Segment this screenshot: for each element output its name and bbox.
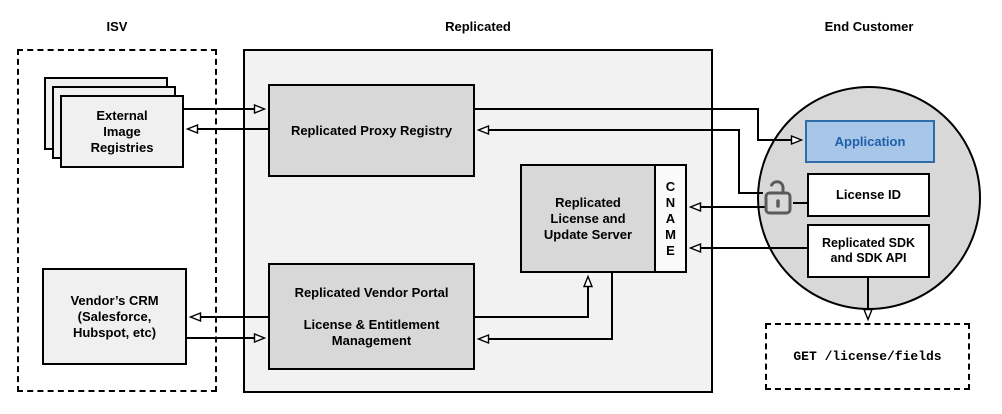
- external-image-registries-node: External Image Registries: [60, 95, 184, 168]
- get-license-fields-label: GET /license/fields: [793, 349, 942, 364]
- get-license-fields-node: GET /license/fields: [765, 323, 970, 390]
- application-label: Application: [834, 133, 906, 149]
- cname-label: CNAME: [663, 178, 678, 259]
- vendor-portal-label: Replicated Vendor Portal License & Entit…: [294, 284, 449, 348]
- proxy-registry-node: Replicated Proxy Registry: [268, 84, 475, 177]
- end-customer-section-title: End Customer: [824, 19, 914, 34]
- external-image-registries-label: External Image Registries: [90, 107, 154, 155]
- replicated-section-title: Replicated: [445, 19, 511, 34]
- replicated-sdk-label: Replicated SDK and SDK API: [821, 236, 916, 265]
- license-update-server-label: Replicated License and Update Server: [543, 194, 633, 242]
- cname-node: CNAME: [654, 164, 687, 273]
- vendors-crm-label: Vendor’s CRM (Salesforce, Hubspot, etc): [70, 292, 159, 340]
- license-id-node: License ID: [807, 173, 930, 217]
- license-id-label: License ID: [835, 187, 902, 202]
- replicated-sdk-node: Replicated SDK and SDK API: [807, 224, 930, 278]
- vendor-portal-node: Replicated Vendor Portal License & Entit…: [268, 263, 475, 370]
- proxy-registry-label: Replicated Proxy Registry: [290, 122, 453, 138]
- isv-section-title: ISV: [106, 19, 128, 34]
- vendors-crm-node: Vendor’s CRM (Salesforce, Hubspot, etc): [42, 268, 187, 365]
- license-update-server-node: Replicated License and Update Server: [520, 164, 656, 273]
- application-node: Application: [805, 120, 935, 163]
